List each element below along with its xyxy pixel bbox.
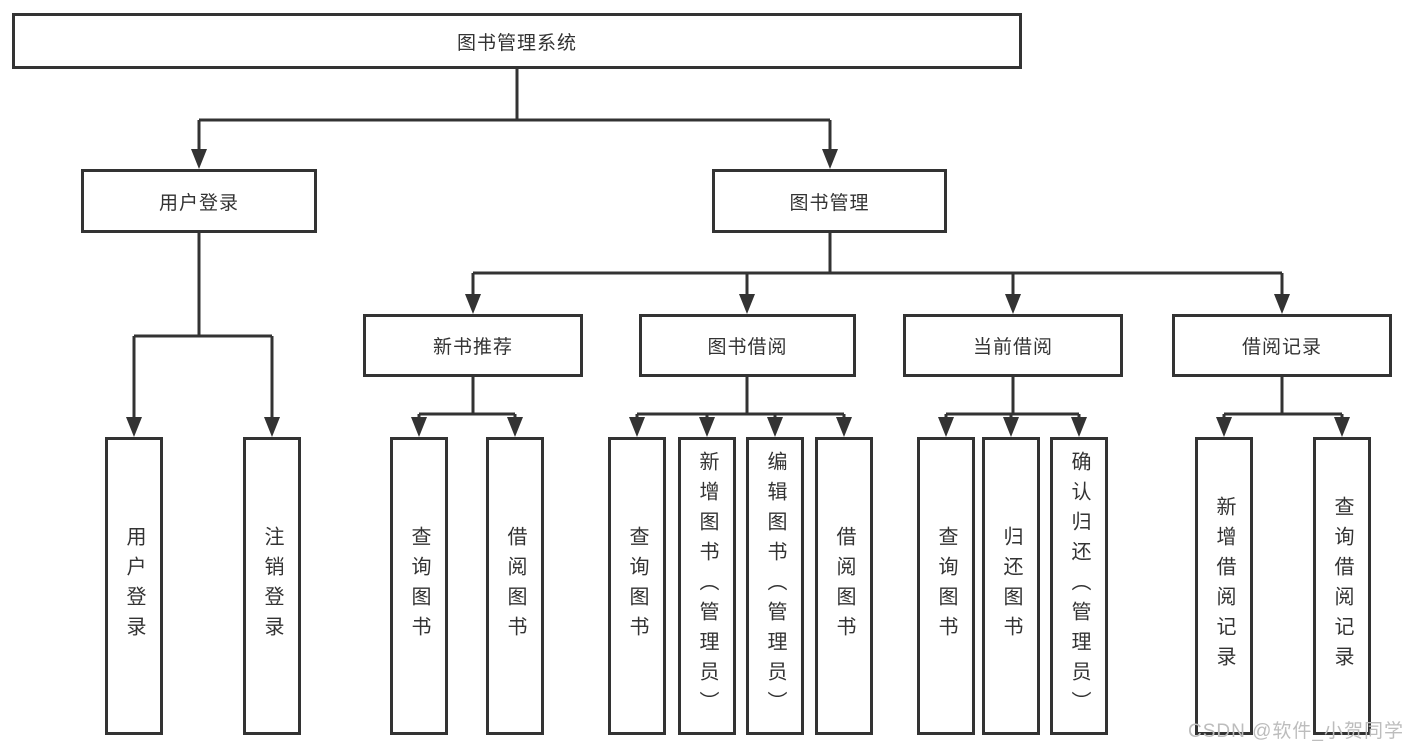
leaf-logout: 注销登录 <box>243 437 301 735</box>
leaf-confirm-return-admin: 确认归还（管理员） <box>1050 437 1108 735</box>
connector-book-management <box>471 233 1284 295</box>
leaf-edit-book-admin: 编辑图书（管理员） <box>746 437 804 735</box>
arrowhead <box>191 149 207 169</box>
node-user-login: 用户登录 <box>81 169 317 233</box>
arrowhead <box>1071 417 1087 437</box>
connector-borrowing-records <box>1222 377 1344 418</box>
arrowhead <box>938 417 954 437</box>
connector-root <box>197 69 832 150</box>
leaf-borrow-books: 借阅图书 <box>815 437 873 735</box>
arrowhead <box>629 417 645 437</box>
leaf-edit-book-admin-label: 编辑图书（管理员） <box>764 451 786 721</box>
arrowhead <box>1334 417 1350 437</box>
arrowhead <box>699 417 715 437</box>
arrowhead <box>465 294 481 314</box>
leaf-add-book-admin: 新增图书（管理员） <box>678 437 736 735</box>
arrowhead <box>1216 417 1232 437</box>
node-book-management: 图书管理 <box>712 169 947 233</box>
leaf-confirm-return-admin-label: 确认归还（管理员） <box>1068 451 1090 721</box>
connector-current-borrowing <box>944 377 1081 418</box>
connector-new-book-recommend <box>417 377 517 418</box>
leaf-query-borrow-record-label: 查询借阅记录 <box>1331 496 1353 676</box>
leaf-query-borrow-record: 查询借阅记录 <box>1313 437 1371 735</box>
leaf-query-books-borrowing: 查询图书 <box>608 437 666 735</box>
connector-user-login <box>132 233 274 418</box>
arrowhead <box>411 417 427 437</box>
leaf-query-books-recommend: 查询图书 <box>390 437 448 735</box>
node-new-book-recommend-label: 新书推荐 <box>432 337 513 358</box>
arrowhead <box>507 417 523 437</box>
leaf-user-login-label: 用户登录 <box>123 526 145 646</box>
node-borrowing-records: 借阅记录 <box>1172 314 1392 377</box>
leaf-add-book-admin-label: 新增图书（管理员） <box>696 451 718 721</box>
leaf-borrow-books-recommend-label: 借阅图书 <box>504 526 526 646</box>
leaf-add-borrow-record-label: 新增借阅记录 <box>1213 496 1235 676</box>
node-book-management-label: 图书管理 <box>789 192 870 214</box>
leaf-logout-label: 注销登录 <box>261 526 283 646</box>
leaf-return-books-label: 归还图书 <box>1000 526 1022 646</box>
node-book-borrowing-label: 图书借阅 <box>707 337 788 358</box>
leaf-user-login: 用户登录 <box>105 437 163 735</box>
leaf-query-books-current-label: 查询图书 <box>935 526 957 646</box>
node-library-system-label: 图书管理系统 <box>456 32 577 54</box>
arrowhead <box>264 417 280 437</box>
leaf-add-borrow-record: 新增借阅记录 <box>1195 437 1253 735</box>
leaf-query-books-borrowing-label: 查询图书 <box>626 526 648 646</box>
leaf-borrow-books-label: 借阅图书 <box>833 526 855 646</box>
arrowhead <box>1005 294 1021 314</box>
arrowhead <box>1274 294 1290 314</box>
arrowhead <box>822 149 838 169</box>
leaf-borrow-books-recommend: 借阅图书 <box>486 437 544 735</box>
node-book-borrowing: 图书借阅 <box>639 314 856 377</box>
node-current-borrowing-label: 当前借阅 <box>972 337 1053 358</box>
leaf-query-books-current: 查询图书 <box>917 437 975 735</box>
csdn-watermark: CSDN @软件_小贺同学 <box>1188 721 1404 742</box>
node-user-login-label: 用户登录 <box>158 192 239 214</box>
arrowhead <box>126 417 142 437</box>
leaf-return-books: 归还图书 <box>982 437 1040 735</box>
node-borrowing-records-label: 借阅记录 <box>1241 337 1322 358</box>
node-library-system: 图书管理系统 <box>12 13 1022 69</box>
arrowhead <box>836 417 852 437</box>
arrowhead <box>739 294 755 314</box>
connector-book-borrowing <box>635 377 846 418</box>
arrowhead <box>1003 417 1019 437</box>
leaf-query-books-recommend-label: 查询图书 <box>408 526 430 646</box>
arrowhead <box>767 417 783 437</box>
node-current-borrowing: 当前借阅 <box>903 314 1123 377</box>
node-new-book-recommend: 新书推荐 <box>363 314 583 377</box>
